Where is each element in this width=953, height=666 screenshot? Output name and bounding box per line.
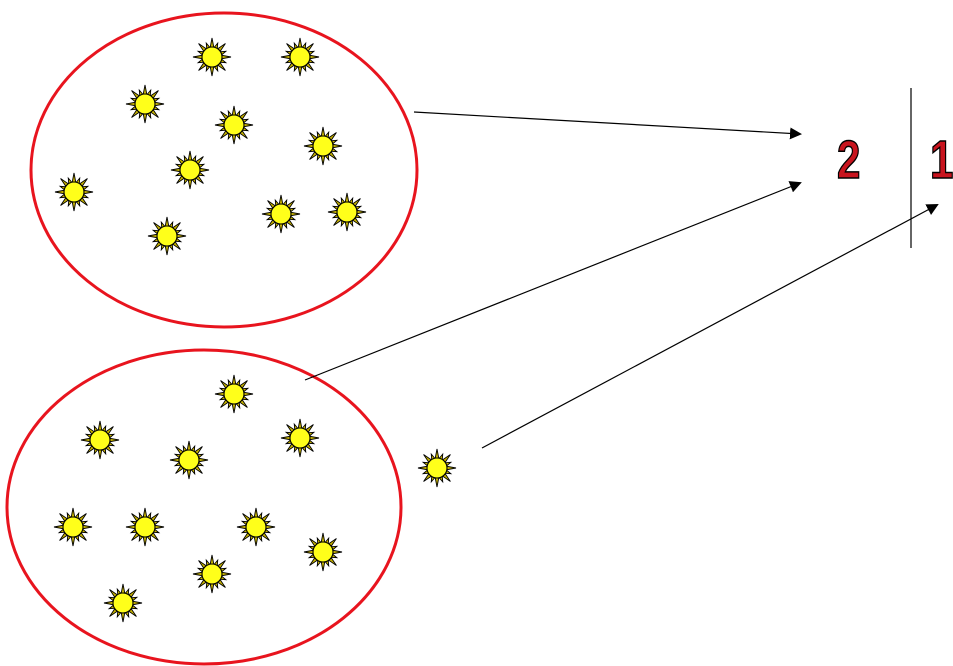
upper-set-sun-icon (261, 194, 301, 234)
lower-set-sun-icon (169, 440, 209, 480)
arrow-sun-to-1 (481, 204, 939, 449)
separate-sun-icon (417, 448, 457, 488)
upper-set-sun-icon (192, 37, 232, 77)
lower-set-sun-icon (214, 374, 254, 414)
upper-set-sun-icon (303, 126, 343, 166)
upper-set-sun-icon (125, 84, 165, 124)
upper-set-sun-icon (54, 172, 94, 212)
lower-set-sun-icon (280, 418, 320, 458)
lower-set-ellipse (5, 348, 403, 666)
lower-set-sun-icon (125, 507, 165, 547)
upper-set-sun-icon (327, 192, 367, 232)
upper-set-sun-icon (170, 150, 210, 190)
arrow-upper-to-2 (413, 111, 802, 140)
lower-set-sun-icon (53, 507, 93, 547)
upper-set-sun-icon (147, 216, 187, 256)
lower-set-sun-icon (80, 420, 120, 460)
label-1: 1 (929, 130, 953, 190)
lower-set-sun-icon (236, 507, 276, 547)
lower-set-sun-icon (192, 554, 232, 594)
upper-set-ellipse (29, 11, 419, 329)
lower-set-sun-icon (303, 532, 343, 572)
upper-set-sun-icon (214, 105, 254, 145)
label-2: 2 (836, 130, 861, 190)
lower-set-sun-icon (103, 583, 143, 623)
arrow-lower-to-2 (304, 181, 802, 381)
upper-set-sun-icon (280, 37, 320, 77)
